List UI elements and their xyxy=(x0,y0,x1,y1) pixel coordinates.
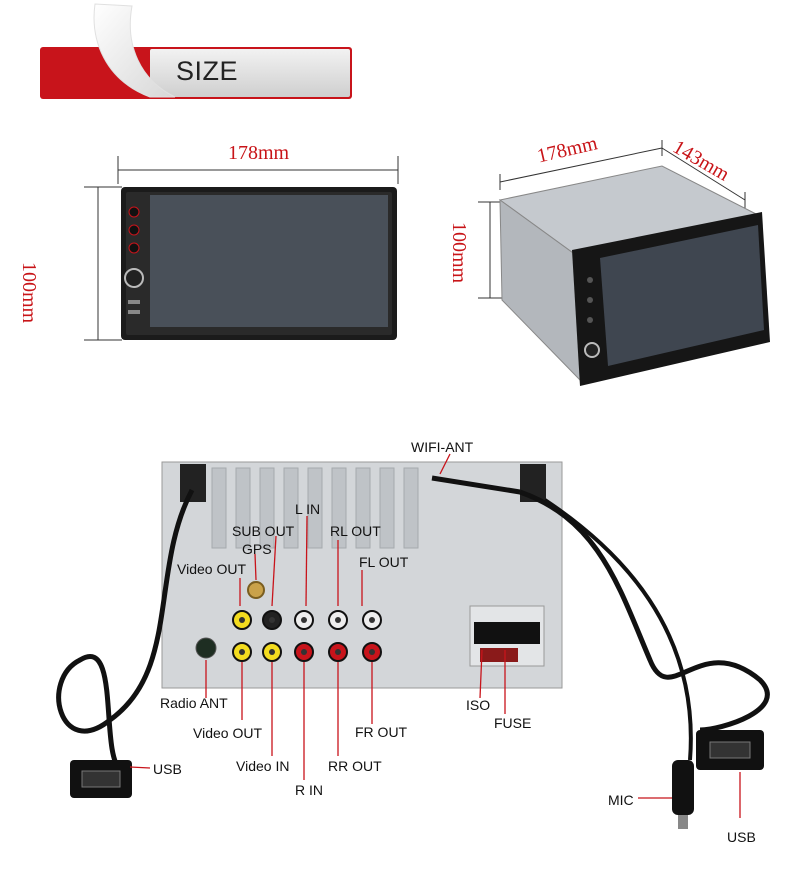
size-banner xyxy=(0,0,360,110)
banner-graphic xyxy=(40,3,352,99)
label-wifi-ant: WIFI-ANT xyxy=(411,439,474,455)
label-l-in: L IN xyxy=(295,501,321,517)
label-fl-out: FL OUT xyxy=(359,554,409,570)
label-iso: ISO xyxy=(466,697,491,713)
side-view-diagram xyxy=(478,140,770,386)
label-mic: MIC xyxy=(608,792,634,808)
label-usb-right: USB xyxy=(727,829,756,845)
label-rl-out: RL OUT xyxy=(330,523,381,539)
label-fr-out: FR OUT xyxy=(355,724,408,740)
label-fuse: FUSE xyxy=(494,715,532,731)
label-video-in: Video IN xyxy=(236,758,290,774)
side-height-label: 100mm xyxy=(448,222,470,284)
label-video-out-bottom: Video OUT xyxy=(193,725,262,741)
front-view-diagram xyxy=(84,156,399,341)
front-height-label: 100mm xyxy=(18,262,40,324)
label-sub-out: SUB OUT xyxy=(232,523,295,539)
label-video-out-top: Video OUT xyxy=(177,561,246,577)
front-width-label: 178mm xyxy=(228,142,290,164)
label-radio-ant: Radio ANT xyxy=(160,695,228,711)
banner-title: SIZE xyxy=(176,56,239,86)
label-r-in: R IN xyxy=(295,782,323,798)
label-gps: GPS xyxy=(242,541,272,557)
label-usb-left: USB xyxy=(153,761,182,777)
rear-panel-diagram xyxy=(56,453,770,829)
label-rr-out: RR OUT xyxy=(328,758,382,774)
